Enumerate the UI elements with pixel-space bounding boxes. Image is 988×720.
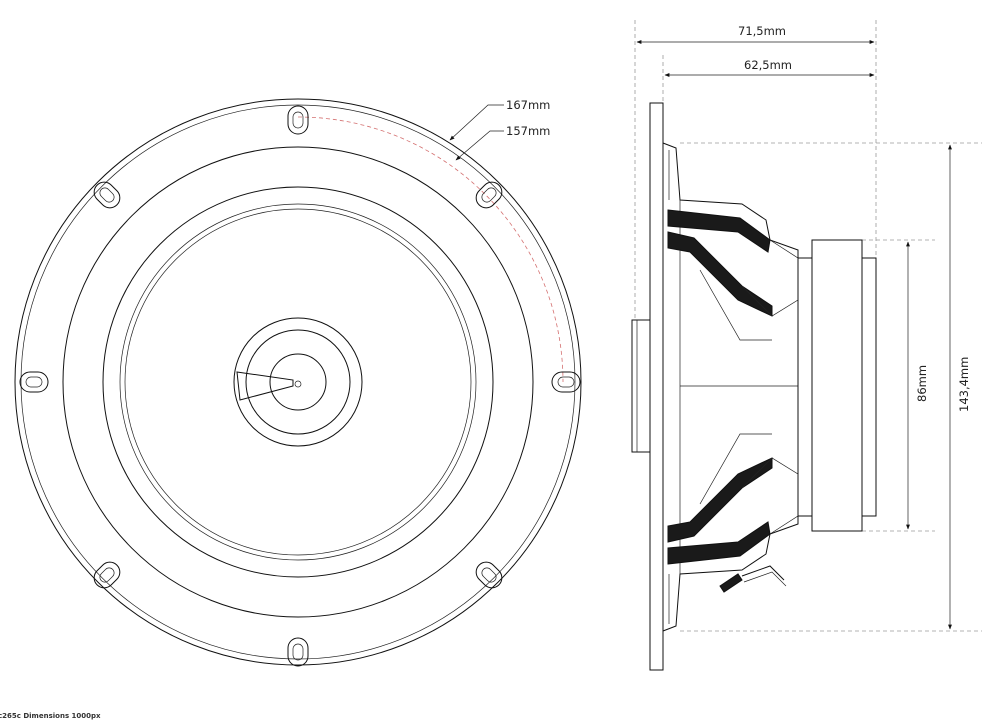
front-flange (649, 102, 664, 671)
cone-line-1 (699, 269, 772, 341)
mounting-hole-bottom (287, 637, 309, 667)
outer-rim-inner (20, 104, 576, 660)
terminal-wire-2 (741, 565, 785, 581)
footer-caption: c265c Dimensions 1000px (0, 712, 101, 720)
outer-diameter-label: 167mm (506, 98, 550, 112)
overall-depth-label: 71,5mm (738, 24, 786, 38)
grille-lip (631, 319, 651, 453)
hole-circle-leader (455, 130, 504, 161)
surround-ring (102, 186, 494, 578)
dustcap-outer (233, 317, 363, 447)
cone-line-2 (699, 433, 772, 505)
outer-rim (14, 98, 582, 666)
tweeter-bridge (236, 371, 294, 401)
frame-height-label: 143,4mm (957, 357, 971, 412)
outer-diameter-leader (449, 104, 504, 141)
pole-piece (861, 257, 877, 517)
basket-outline-top (662, 142, 799, 258)
magnet-back-plate (797, 257, 813, 517)
mounting-hole-left (19, 371, 49, 393)
tweeter-center (294, 380, 302, 388)
terminal-wire-3 (743, 571, 787, 587)
magnet-diameter-label: 86mm (915, 365, 929, 402)
mounting-hole-top (287, 105, 309, 135)
side-view: 71,5mm 62,5mm 86mm 143,4mm (631, 20, 982, 671)
basket-spoke-bottom-1 (667, 521, 771, 565)
mounting-hole-bottom-right (475, 561, 503, 589)
front-view: 167mm 157mm (14, 98, 582, 667)
mounting-hole-right (551, 371, 581, 393)
gasket-ring (62, 146, 534, 618)
cone-shape (741, 285, 799, 489)
magnet (811, 239, 863, 532)
mounting-hole-top-right (475, 181, 503, 209)
hole-circle-arc (297, 116, 564, 383)
mount-depth-label: 62,5mm (744, 58, 792, 72)
mounting-holes (19, 105, 581, 667)
basket-spoke-top-1 (667, 209, 771, 253)
basket-outline-bottom (662, 516, 799, 632)
terminal-wire-1 (719, 573, 743, 593)
mounting-hole-top-left (93, 181, 121, 209)
mounting-hole-bottom-left (93, 561, 121, 589)
tweeter-ring (269, 353, 327, 411)
cone-ring (124, 208, 472, 556)
hole-circle-label: 157mm (506, 124, 550, 138)
cone-outer-ring (119, 203, 477, 561)
dustcap-mid (245, 329, 351, 435)
